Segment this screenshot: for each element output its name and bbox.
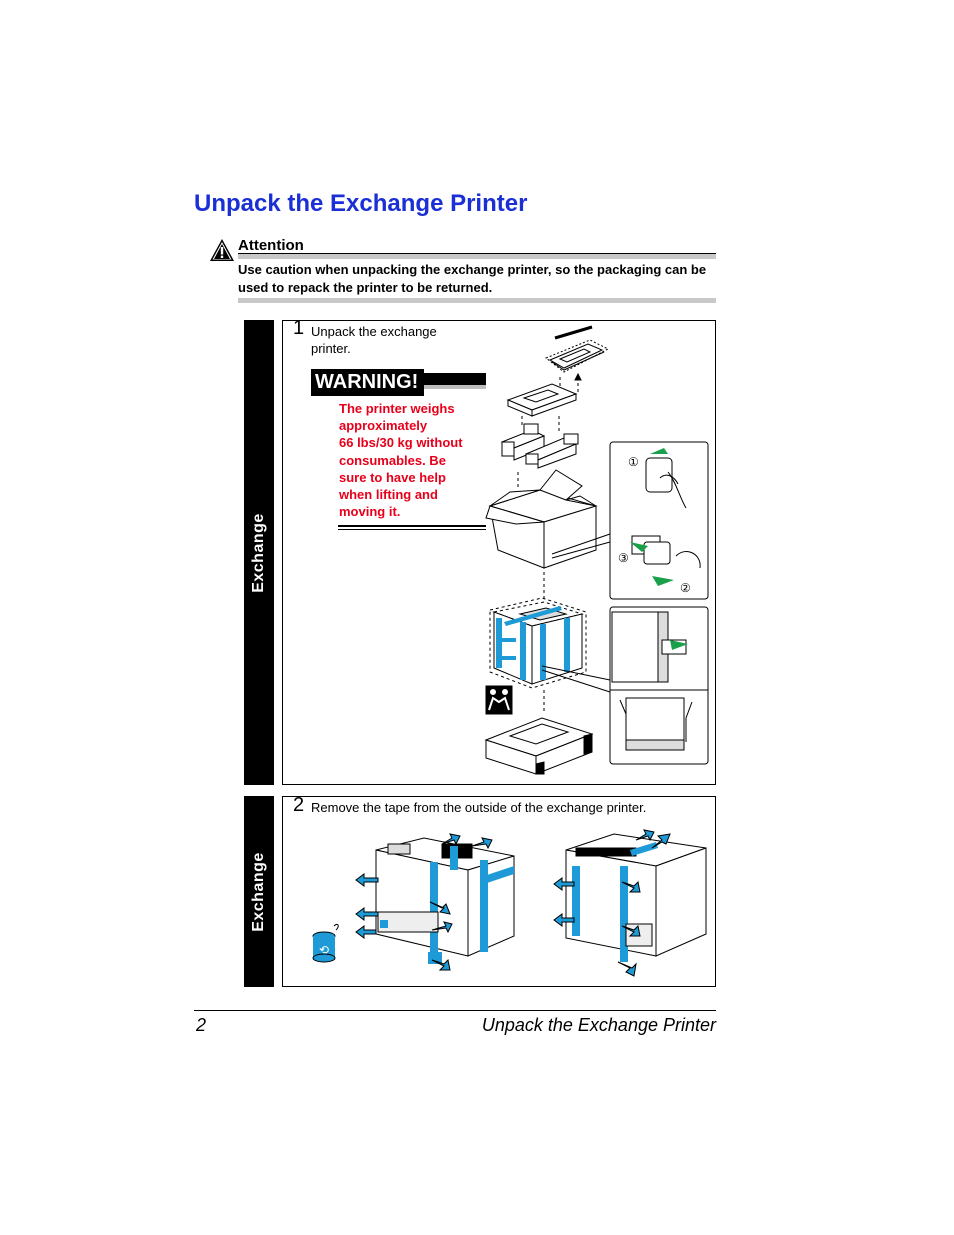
warning-line: when lifting and bbox=[339, 487, 438, 503]
side-tab-exchange-2: Exchange bbox=[244, 796, 274, 987]
step-2-text: Remove the tape from the outside of the … bbox=[311, 800, 647, 815]
bottom-tray bbox=[484, 717, 594, 775]
warning-line: The printer weighs bbox=[339, 401, 455, 416]
carton-box bbox=[485, 469, 598, 569]
attention-text: Use caution when unpacking the exchange … bbox=[238, 262, 707, 295]
warning-line: consumables. Be bbox=[339, 452, 446, 468]
top-cap bbox=[506, 383, 578, 417]
svg-text:⟲: ⟲ bbox=[319, 943, 329, 957]
step-1-text-line2: printer. bbox=[311, 341, 351, 356]
step-1-panel bbox=[282, 320, 716, 785]
warning-bar-shadow bbox=[424, 385, 486, 389]
unpack-illustration: ① ③ ② bbox=[484, 325, 709, 775]
attention-rule-bottom bbox=[238, 298, 716, 303]
warning-badge: WARNING! bbox=[311, 369, 424, 396]
printer-front bbox=[375, 837, 515, 964]
accessory-tray bbox=[545, 339, 610, 373]
warning-bar bbox=[424, 373, 486, 385]
warning-text: The printer weighs approximately 66 lbs/… bbox=[339, 400, 489, 520]
remove-tape-illustration: ⟲ bbox=[312, 829, 707, 977]
page-number: 2 bbox=[196, 1015, 207, 1035]
side-tab-label: Exchange bbox=[250, 851, 267, 932]
step-1-number: 1 bbox=[293, 317, 305, 339]
detail-handles: ① ③ ② bbox=[609, 441, 709, 600]
footer-rule bbox=[194, 1010, 716, 1011]
warning-rule bbox=[338, 525, 486, 530]
page-title: Unpack the Exchange Printer bbox=[194, 190, 528, 217]
warning-line: 66 lbs/30 kg without bbox=[339, 435, 463, 451]
step-2-panel bbox=[282, 796, 716, 987]
warning-line: sure to have help bbox=[339, 469, 446, 485]
two-person-lift-icon bbox=[485, 685, 513, 715]
step-1-text-line1: Unpack the exchange bbox=[311, 324, 437, 339]
callout-2: ② bbox=[680, 581, 691, 595]
callout-3: ③ bbox=[618, 551, 629, 565]
printer-taped bbox=[489, 597, 587, 689]
tape-roll-icon: ⟲ bbox=[312, 923, 339, 963]
foam-blocks bbox=[500, 423, 579, 469]
warning-triangle-icon bbox=[210, 239, 234, 261]
warning-line: approximately bbox=[339, 418, 428, 434]
side-tab-label: Exchange bbox=[250, 512, 267, 593]
attention-heading: Attention bbox=[238, 237, 304, 254]
printer-rear bbox=[565, 833, 707, 962]
detail-lifting bbox=[609, 606, 709, 765]
warning-line: moving it. bbox=[339, 504, 401, 520]
callout-1: ① bbox=[628, 455, 639, 469]
side-tab-exchange-1: Exchange bbox=[244, 320, 274, 785]
attention-rule-top bbox=[238, 253, 716, 259]
footer-title: Unpack the Exchange Printer bbox=[481, 1015, 716, 1035]
step-2-number: 2 bbox=[293, 794, 305, 816]
